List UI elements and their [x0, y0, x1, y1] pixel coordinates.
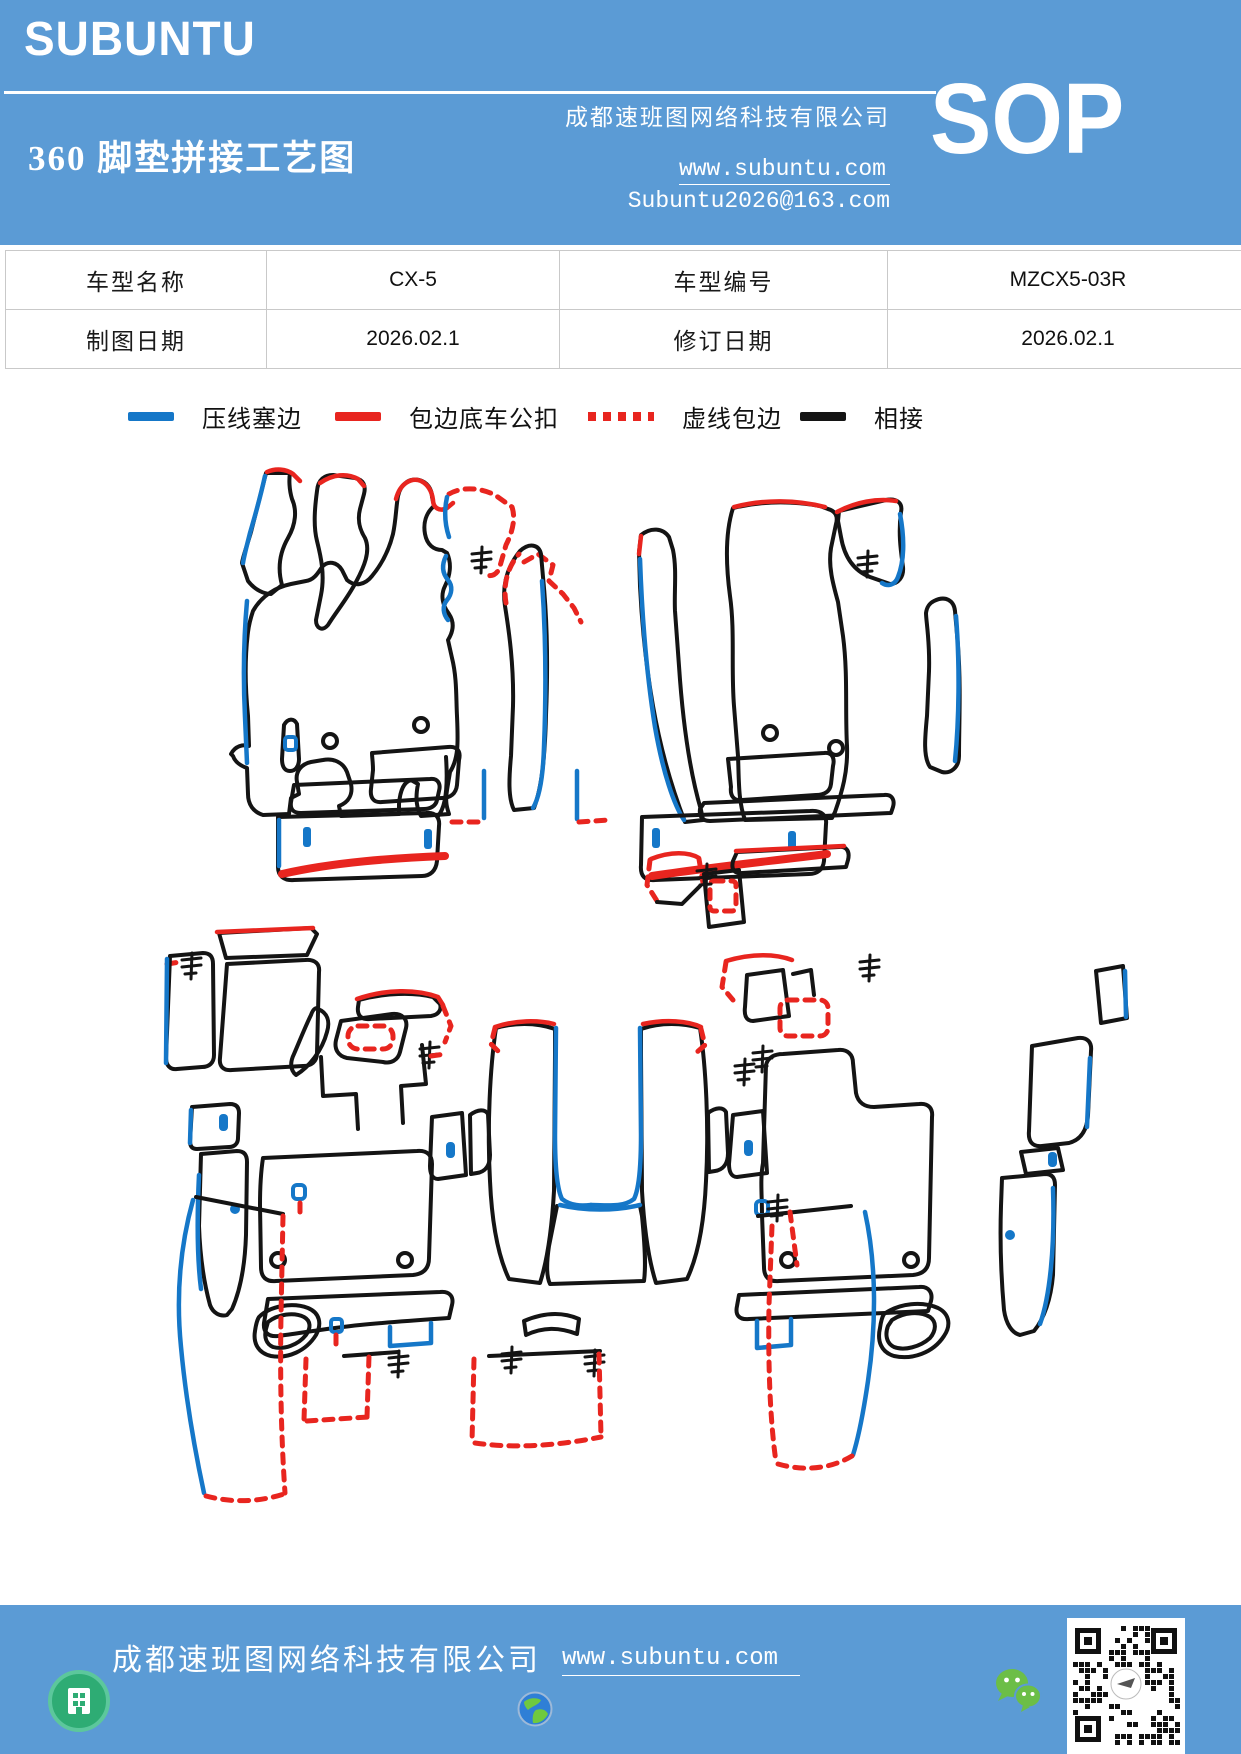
rear-left-mat-pattern [163, 925, 455, 1504]
draw-date-label: 制图日期 [5, 309, 267, 369]
revise-date-value: 2026.02.1 [887, 309, 1241, 369]
table-row: 制图日期 2026.02.1 修订日期 2026.02.1 [5, 309, 1241, 369]
brand-logo: SUBUNTU [24, 11, 256, 66]
page-footer: 成都速班图网络科技有限公司 www.subuntu.com [0, 1605, 1241, 1754]
revise-date-label: 修订日期 [559, 309, 888, 369]
legend-item-black: 相接 [800, 399, 924, 433]
globe-icon [517, 1691, 553, 1727]
footer-website-link[interactable]: www.subuntu.com [562, 1645, 801, 1676]
front-right-mat-pattern [574, 497, 962, 883]
blue-line-swatch [128, 411, 174, 421]
company-name: 成都速班图网络科技有限公司 [565, 105, 890, 130]
email-address: Subuntu2026@163.com [627, 188, 890, 214]
header-contact-block: 成都速班图网络科技有限公司 www.subuntu.com Subuntu202… [470, 98, 890, 214]
legend-item-dashed: 虚线包边 [588, 399, 782, 433]
rear-right-mat-pattern [644, 843, 1129, 1471]
black-line-swatch [800, 411, 846, 421]
legend-item-red: 包边底车公扣 [335, 399, 559, 433]
vehicle-info-table: 车型名称 CX-5 车型编号 MZCX5-03R 制图日期 2026.02.1 … [5, 250, 1241, 369]
red-line-swatch [335, 411, 381, 421]
page-header: SUBUNTU 360 脚垫拼接工艺图 成都速班图网络科技有限公司 www.su… [0, 0, 1241, 245]
page-title: 360 脚垫拼接工艺图 [28, 139, 357, 178]
model-code-label: 车型编号 [559, 250, 888, 310]
website-link[interactable]: www.subuntu.com [470, 156, 890, 185]
mat-pattern-diagram [163, 467, 1129, 1504]
dashed-red-line-swatch [588, 411, 654, 421]
model-code-value: MZCX5-03R [887, 250, 1241, 310]
front-left-mat-pattern [229, 467, 584, 883]
sop-label: SOP [930, 63, 1125, 175]
model-name-value: CX-5 [266, 250, 560, 310]
wechat-icon [996, 1669, 1042, 1712]
draw-date-value: 2026.02.1 [266, 309, 560, 369]
table-row: 车型名称 CX-5 车型编号 MZCX5-03R [5, 250, 1241, 310]
header-divider [4, 91, 936, 94]
rear-center-tunnel-pattern [301, 1018, 769, 1449]
model-name-label: 车型名称 [5, 250, 267, 310]
legend-item-blue: 压线塞边 [128, 399, 302, 433]
qr-code [1067, 1618, 1185, 1754]
building-icon [48, 1670, 110, 1732]
footer-company-name: 成都速班图网络科技有限公司 [112, 1644, 541, 1677]
